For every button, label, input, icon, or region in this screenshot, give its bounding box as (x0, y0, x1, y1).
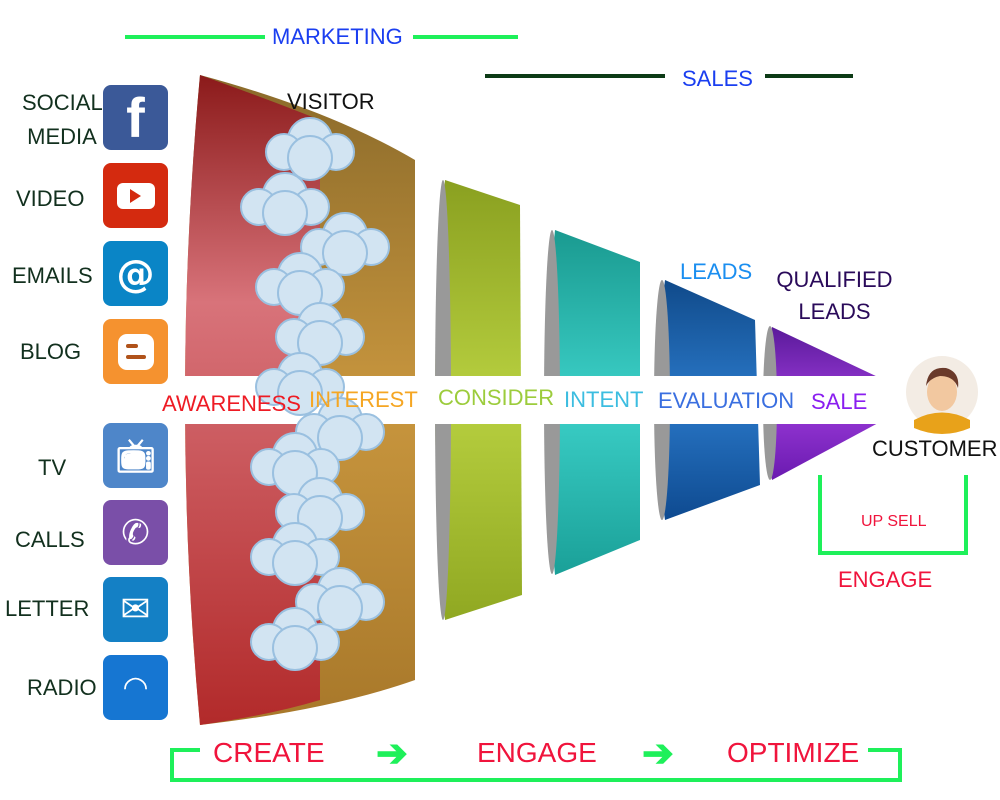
channel-label-radio: RADIO (27, 675, 97, 700)
leads-label: LEADS (680, 259, 753, 284)
cloud-icon (255, 352, 345, 416)
engage-label: ENGAGE (838, 567, 933, 592)
channel-label-blog: BLOG (20, 339, 82, 364)
arrow-right-icon: ➔ (642, 733, 674, 775)
cloud-icon (240, 172, 330, 236)
at-sign-icon: @ (103, 241, 168, 306)
channel-label-social-media: SOCIAL MEDIA (22, 90, 103, 149)
marketing-line-right (413, 35, 518, 39)
channel-label-letter: LETTER (5, 596, 90, 621)
tv-icon: 📺︎ (103, 423, 168, 488)
cloud-icon (275, 302, 365, 366)
sales-line-left (485, 74, 665, 78)
upsell-label: UP SELL (861, 513, 927, 530)
stage-consider: CONSIDER (438, 385, 555, 410)
stage-awareness: AWARENESS (162, 391, 301, 416)
cloud-icon (265, 117, 355, 181)
bottom-flow-bracket (170, 748, 902, 782)
envelope-icon: ✉ (103, 577, 168, 642)
channel-label-calls: CALLS (15, 527, 85, 552)
stage-evaluation: EVALUATION (658, 388, 795, 413)
marketing-line-left (125, 35, 265, 39)
stage-intent: INTENT (564, 387, 644, 412)
cloud-icon (275, 477, 365, 541)
flow-step-optimize: OPTIMIZE (727, 737, 860, 768)
channel-label-tv: TV (38, 455, 67, 480)
cloud-column (240, 117, 390, 671)
sales-header: SALES (682, 66, 753, 91)
cloud-icon (250, 607, 340, 671)
cloud-icon (255, 252, 345, 316)
phone-icon: ✆ (103, 500, 168, 565)
sales-line-right (765, 74, 853, 78)
stage-interest: INTEREST (309, 387, 418, 412)
stage-sale: SALE (811, 389, 868, 414)
arrow-right-icon: ➔ (376, 733, 408, 775)
cloud-icon (250, 522, 340, 586)
channel-label-emails: EMAILS (12, 263, 93, 288)
facebook-icon: f (103, 85, 168, 150)
blogger-icon (103, 319, 168, 384)
customer-label: CUSTOMER (872, 436, 998, 461)
visitor-label: VISITOR (287, 89, 375, 114)
flow-step-engage: ENGAGE (477, 737, 597, 768)
customer-avatar (906, 356, 978, 434)
flow-step-create: CREATE (213, 737, 325, 768)
wifi-icon: ◠ (103, 655, 168, 720)
marketing-header: MARKETING (272, 24, 403, 49)
channel-label-video: VIDEO (16, 186, 85, 211)
qualified-leads-label: QUALIFIED LEADS (776, 267, 893, 324)
youtube-icon (103, 163, 168, 228)
upsell-bracket (818, 475, 968, 555)
cloud-icon (250, 432, 340, 496)
